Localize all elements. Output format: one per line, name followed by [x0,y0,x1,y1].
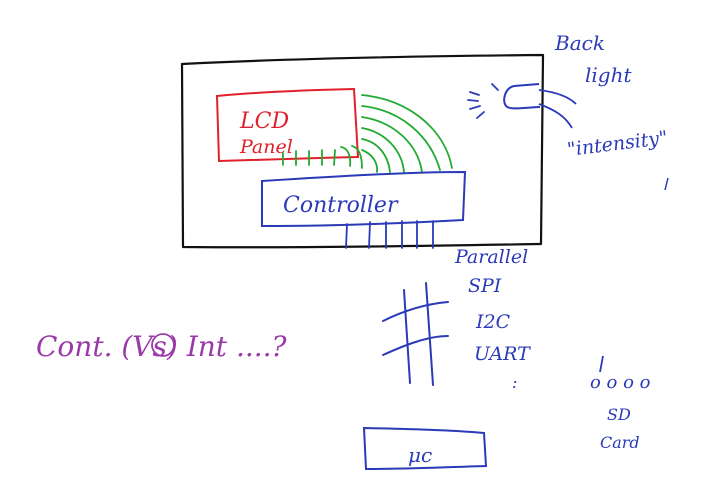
comparison-note: Cont. (Vs) Int ....? [36,330,288,363]
controller-outline [261,170,467,228]
controller-pins [345,220,434,249]
controller: Controller [261,170,467,249]
controller-label: Controller [283,193,399,218]
interface-list: Parallel SPI I2C UART : [454,246,531,392]
backlight-label-line2: light [585,63,632,87]
microcontroller-label: μc [408,443,432,467]
sd-card-pins: o o o o [590,372,651,393]
microcontroller: μc [362,426,488,471]
vs-circle [151,333,175,357]
interface-spi: SPI [468,275,502,297]
intensity-label: "intensity" [566,127,669,161]
led-leads [538,89,577,129]
lcd-panel-label-line1: LCD [239,109,289,134]
display-module-outline [180,53,545,249]
display-module [180,53,545,249]
lcd-panel-label-line2: Panel [239,136,293,158]
sd-card-label-line1: SD [607,405,631,424]
interface-more: : [512,373,517,392]
comparison-label: Cont. (Vs) Int ....? [36,330,288,363]
lcd-panel: LCD Panel [215,87,360,163]
led-body [503,83,541,110]
microcontroller-outline [362,426,488,471]
stray-mark [664,177,669,191]
bus-lines [382,282,449,386]
interface-i2c: I2C [475,311,511,333]
lcd-panel-outline [215,87,360,163]
sd-card-notch [599,355,604,373]
backlight-label-line1: Back [554,31,605,55]
sd-card: o o o o SD Card [590,355,651,452]
sd-card-label-line2: Card [600,433,640,452]
interface-uart: UART [474,343,531,365]
interface-parallel: Parallel [454,246,528,268]
led-light-rays [467,83,499,119]
panel-connections [282,94,453,173]
